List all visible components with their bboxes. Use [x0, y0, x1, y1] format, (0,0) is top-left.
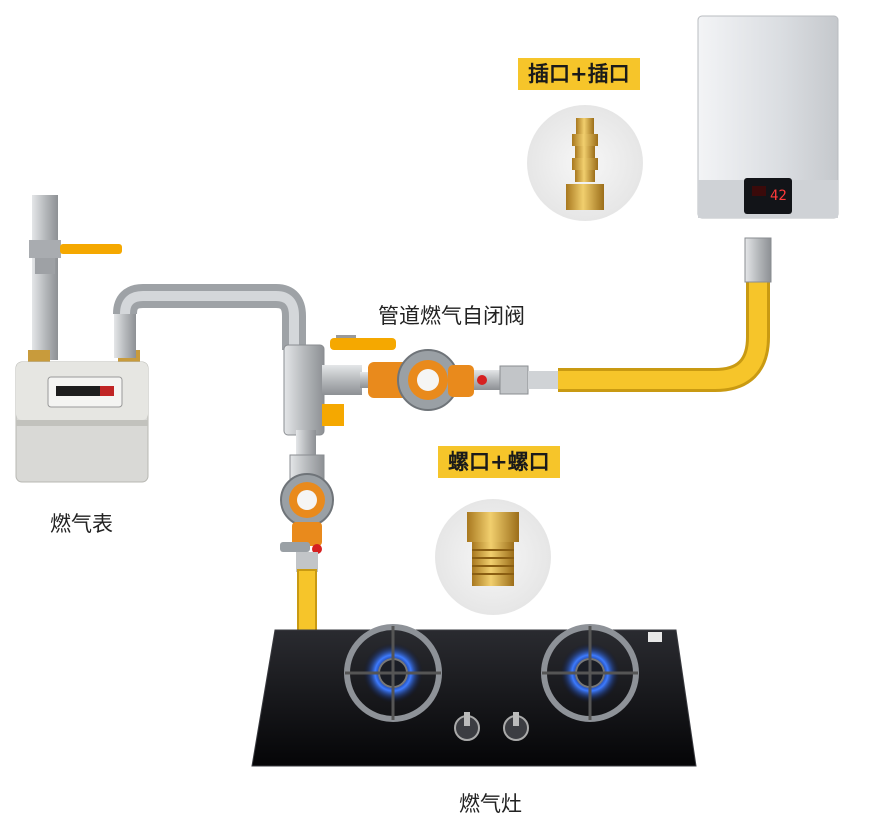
burner-right [541, 624, 639, 722]
gas-meter [15, 350, 149, 483]
screw-screw-tag: 螺口+螺口 [438, 446, 560, 478]
insert-insert-tag: 插口+插口 [518, 58, 640, 90]
burner-left [344, 624, 442, 722]
gas-meter-label: 燃气表 [50, 512, 113, 536]
auto-shutoff-valve [360, 349, 560, 411]
stove-branch-valve [280, 430, 334, 572]
auto-shutoff-valve-label: 管道燃气自闭阀 [378, 304, 525, 328]
heater-temperature-display: 42 [770, 188, 787, 204]
meter-outlet-pipe [113, 284, 306, 358]
stove-knobs [454, 712, 529, 741]
yellow-hose-to-stove [297, 569, 317, 633]
water-heater: 42 [697, 15, 839, 219]
supply-riser-pipe [29, 195, 122, 360]
insert-fitting-illustration [527, 105, 643, 221]
gas-stove [251, 624, 697, 767]
screw-fitting-illustration [435, 499, 551, 615]
gas-stove-label: 燃气灶 [459, 792, 522, 816]
yellow-hose-to-heater [558, 237, 772, 392]
